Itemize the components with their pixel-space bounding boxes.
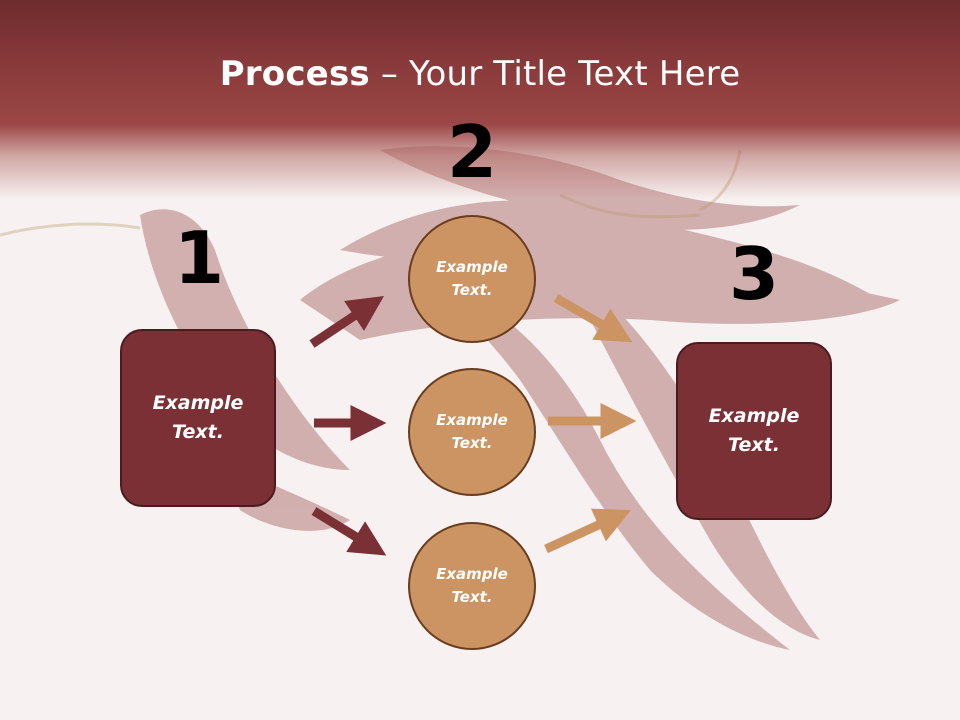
circle-middle-label: Example Text. <box>436 411 508 452</box>
arrow-left-to-bottom <box>311 507 387 556</box>
step-number-3: 3 <box>728 232 780 316</box>
title-rest: – Your Title Text Here <box>369 54 741 94</box>
step-2-circle-bottom: Example Text. <box>408 522 536 650</box>
step-number-1: 1 <box>173 216 225 300</box>
step-2-circle-middle: Example Text. <box>408 368 536 496</box>
arrow-top-to-right <box>553 294 633 343</box>
step-2-circle-top: Example Text. <box>408 215 536 343</box>
arrow-left-to-top <box>309 296 384 348</box>
header-band <box>0 0 960 200</box>
step-3-label: Example Text. <box>708 405 800 456</box>
slide-title: Process – Your Title Text Here <box>0 52 960 96</box>
title-bold: Process <box>219 54 370 94</box>
arrow-bottom-to-right <box>544 508 632 554</box>
circle-bottom-label: Example Text. <box>436 565 508 606</box>
step-number-2: 2 <box>446 110 498 194</box>
circle-top-label: Example Text. <box>436 258 508 299</box>
step-1-box: Example Text. <box>120 329 276 507</box>
step-3-box: Example Text. <box>676 342 832 520</box>
step-1-label: Example Text. <box>152 392 244 443</box>
